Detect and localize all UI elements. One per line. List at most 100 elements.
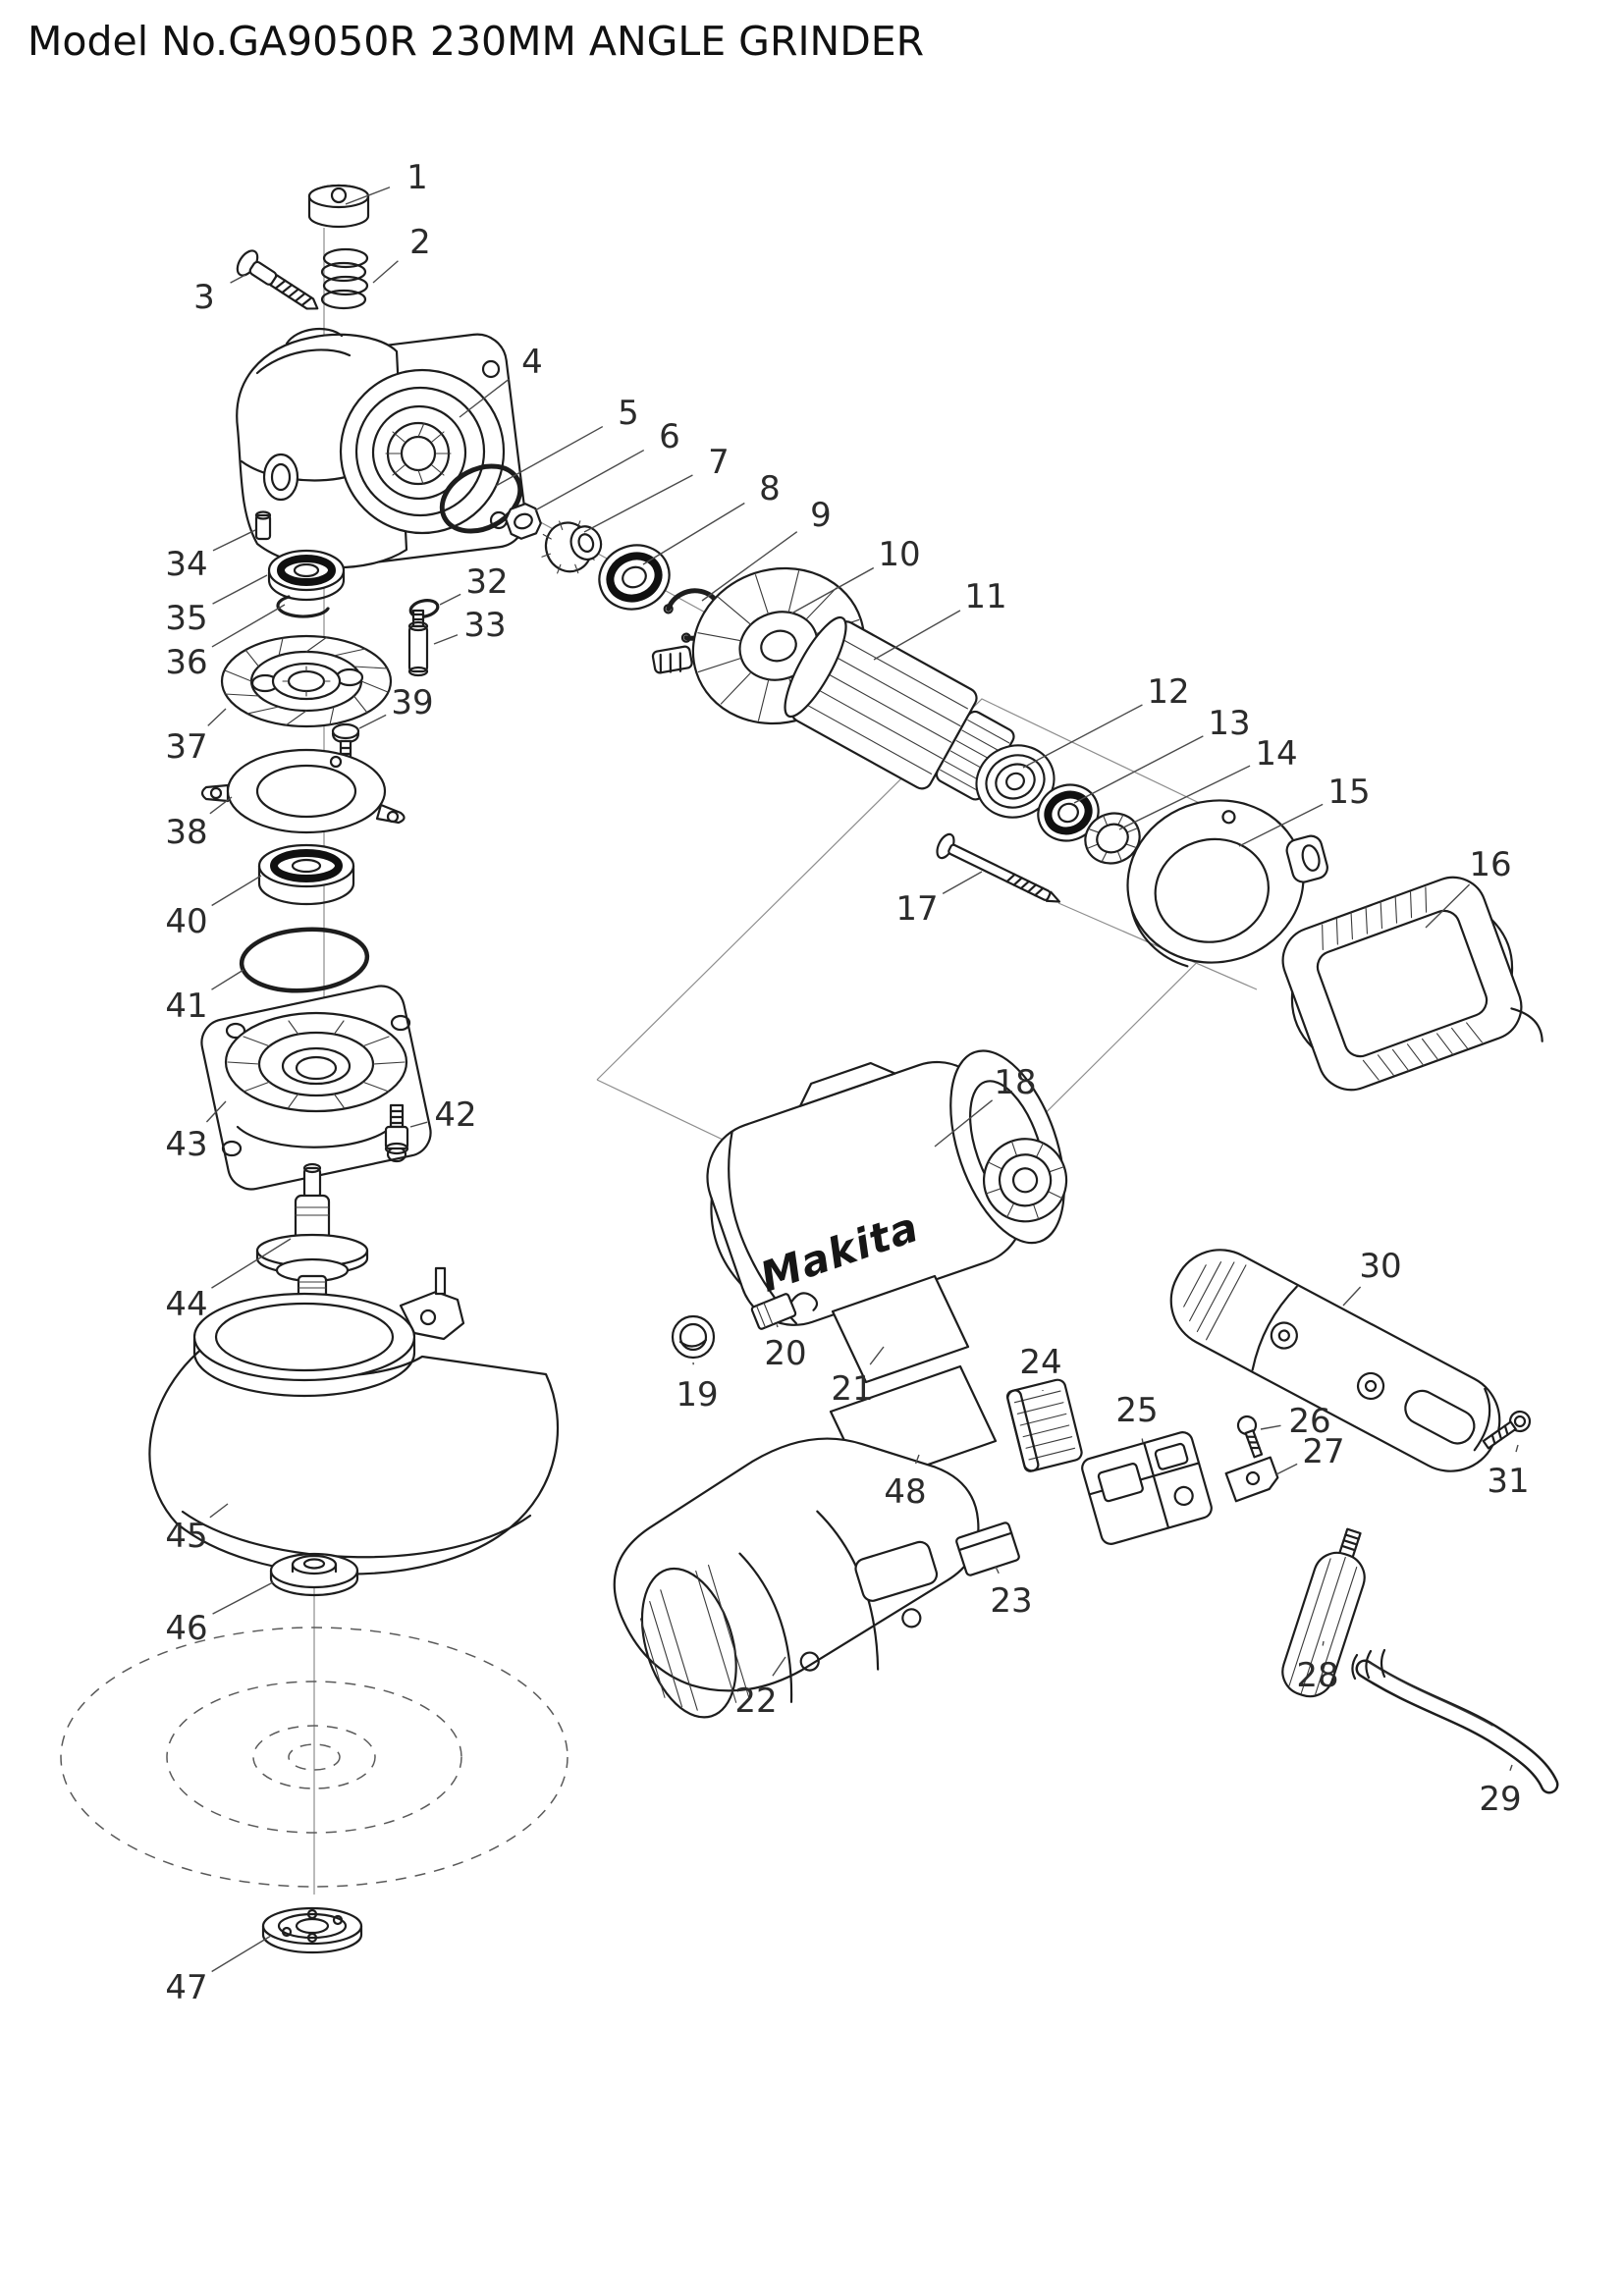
leader-line-45 bbox=[209, 1503, 229, 1519]
part-label-22: 22 bbox=[734, 1682, 777, 1721]
part-22-handle-housing bbox=[613, 1437, 980, 1719]
leader-line-42 bbox=[409, 1121, 428, 1128]
part-label-10: 10 bbox=[878, 535, 920, 574]
part-label-25: 25 bbox=[1115, 1391, 1158, 1430]
leader-line-37 bbox=[207, 708, 227, 726]
part-35-ball-bearing bbox=[267, 549, 346, 602]
part-label-37: 37 bbox=[165, 727, 207, 767]
leader-line-33 bbox=[433, 634, 459, 645]
part-label-1: 1 bbox=[406, 158, 428, 197]
part-label-8: 8 bbox=[759, 469, 781, 508]
leader-line-7 bbox=[583, 474, 693, 533]
part-46-inner-flange bbox=[269, 1552, 359, 1597]
leader-line-27 bbox=[1275, 1463, 1298, 1475]
part-15-baffle-plate bbox=[1126, 799, 1328, 968]
leader-line-4 bbox=[459, 378, 510, 418]
part-label-11: 11 bbox=[964, 577, 1006, 616]
part-27-plate bbox=[1224, 1456, 1279, 1503]
part-label-45: 45 bbox=[165, 1517, 207, 1556]
leader-line-26 bbox=[1260, 1424, 1281, 1430]
part-20-carbon-brush bbox=[750, 1292, 819, 1330]
leader-line-40 bbox=[211, 875, 262, 907]
leader-line-32 bbox=[439, 593, 461, 606]
part-25-switch bbox=[1081, 1431, 1213, 1545]
part-label-27: 27 bbox=[1302, 1432, 1344, 1471]
leader-line-34 bbox=[212, 529, 256, 552]
part-21-insulation-sheet bbox=[831, 1274, 970, 1384]
part-label-7: 7 bbox=[708, 443, 730, 482]
part-2-spring bbox=[320, 247, 369, 310]
part-43-bearing-box bbox=[200, 985, 432, 1191]
part-label-41: 41 bbox=[165, 987, 207, 1026]
part-label-31: 31 bbox=[1487, 1462, 1529, 1501]
part-label-4: 4 bbox=[521, 343, 543, 382]
leader-line-2 bbox=[372, 260, 399, 284]
leader-line-43 bbox=[205, 1100, 227, 1123]
part-label-9: 9 bbox=[810, 496, 832, 535]
leader-line-31 bbox=[1515, 1444, 1519, 1453]
part-17-screw bbox=[936, 832, 1061, 903]
part-label-33: 33 bbox=[463, 606, 506, 645]
part-6-nut bbox=[505, 503, 542, 540]
leader-line-21 bbox=[869, 1346, 885, 1365]
leader-line-5 bbox=[495, 425, 604, 487]
leader-line-18 bbox=[934, 1099, 994, 1148]
leader-line-16 bbox=[1425, 883, 1471, 929]
part-26-screw bbox=[1236, 1415, 1264, 1459]
leader-line-1 bbox=[345, 187, 391, 205]
part-28-side-grip bbox=[1281, 1527, 1366, 1698]
part-label-13: 13 bbox=[1208, 704, 1250, 743]
leader-line-15 bbox=[1238, 803, 1324, 847]
leader-line-48 bbox=[914, 1454, 920, 1465]
part-34-pin bbox=[254, 510, 272, 541]
part-label-2: 2 bbox=[409, 223, 431, 262]
leader-line-17 bbox=[942, 871, 983, 894]
leader-line-20 bbox=[776, 1324, 779, 1328]
part-16-field-coil bbox=[1281, 876, 1543, 1092]
leader-line-35 bbox=[212, 574, 268, 605]
leader-line-38 bbox=[209, 796, 233, 815]
part-label-38: 38 bbox=[165, 813, 207, 852]
part-label-18: 18 bbox=[994, 1063, 1036, 1102]
leader-line-11 bbox=[873, 610, 961, 661]
grinding-wheel-phantom bbox=[60, 1627, 568, 1888]
part-label-39: 39 bbox=[391, 683, 433, 722]
part-label-15: 15 bbox=[1327, 773, 1370, 812]
part-label-36: 36 bbox=[165, 643, 207, 682]
part-label-20: 20 bbox=[764, 1334, 806, 1373]
leader-line-3 bbox=[230, 274, 246, 284]
part-label-5: 5 bbox=[618, 394, 639, 433]
leader-line-10 bbox=[790, 566, 875, 614]
leader-line-39 bbox=[358, 714, 387, 729]
part-36-ring bbox=[276, 595, 330, 618]
leader-line-44 bbox=[211, 1238, 292, 1289]
leader-line-12 bbox=[1022, 704, 1143, 769]
part-4-gear-housing bbox=[236, 328, 527, 569]
part-label-48: 48 bbox=[884, 1472, 926, 1512]
part-label-26: 26 bbox=[1288, 1402, 1330, 1441]
part-label-14: 14 bbox=[1255, 734, 1297, 774]
leader-line-23 bbox=[995, 1566, 1000, 1575]
part-24-controller bbox=[1005, 1378, 1083, 1472]
part-5-o-ring bbox=[439, 463, 523, 534]
part-40-ball-bearing bbox=[257, 843, 355, 906]
part-label-42: 42 bbox=[434, 1095, 476, 1135]
leader-line-30 bbox=[1342, 1286, 1362, 1307]
part-label-21: 21 bbox=[831, 1369, 873, 1409]
part-label-19: 19 bbox=[676, 1375, 718, 1415]
part-label-12: 12 bbox=[1147, 672, 1189, 712]
page-title: Model No.GA9050R 230MM ANGLE GRINDER bbox=[27, 18, 924, 65]
part-47-lock-nut bbox=[261, 1906, 363, 1954]
part-30-handle-cover bbox=[1169, 1249, 1501, 1472]
leader-line-13 bbox=[1073, 735, 1204, 804]
callouts: 1234567891011121314151617181920212223242… bbox=[165, 158, 1529, 2007]
part-label-46: 46 bbox=[165, 1609, 207, 1648]
part-45-wheel-guard bbox=[148, 1266, 560, 1575]
leader-line-9 bbox=[701, 531, 798, 602]
leader-line-8 bbox=[642, 502, 745, 565]
part-label-44: 44 bbox=[165, 1285, 207, 1324]
part-label-16: 16 bbox=[1469, 845, 1511, 884]
part-29-power-cord bbox=[1351, 1648, 1559, 1794]
